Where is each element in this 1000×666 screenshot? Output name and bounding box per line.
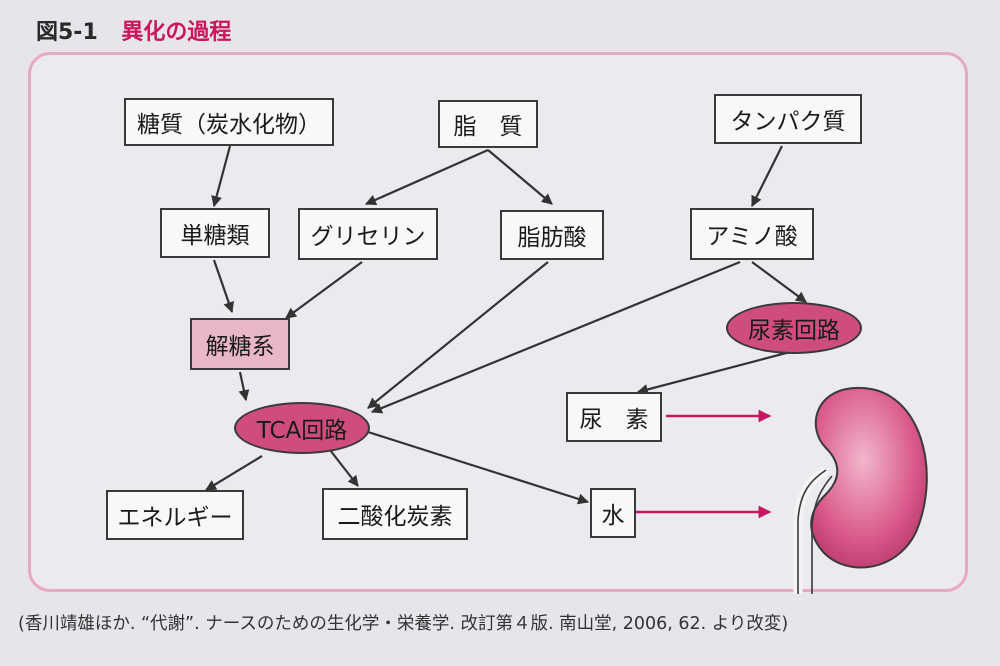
node-co2: 二酸化炭素 [322,488,468,540]
arrow-urea-cycle-to-urea [636,350,791,395]
arrow-fatty-acid-to-tca [367,261,549,409]
node-lipid: 脂 質 [438,100,538,148]
arrow-protein-to-amino-acid [751,145,783,207]
arrow-amino-acid-to-tca [370,260,741,414]
node-urea: 尿 素 [566,392,662,442]
node-water: 水 [590,488,636,538]
node-monosaccharide: 単糖類 [160,208,270,258]
arrow-monosaccharide-to-glycolysis [212,259,234,314]
arrow-glycerin-to-glycolysis [285,261,363,319]
node-tca-cycle: TCA回路 [234,402,370,454]
arrow-tca-to-energy [205,455,263,491]
kidney-icon [793,386,928,594]
node-energy: エネルギー [106,490,244,540]
figure-caption: (香川靖雄ほか. “代謝”. ナースのための生化学・栄養学. 改訂第４版. 南山… [18,614,789,634]
node-amino-acid: アミノ酸 [690,208,814,260]
arrow-tca-to-co2 [329,449,359,487]
node-urea-cycle: 尿素回路 [726,302,862,354]
arrow-glycolysis-to-tca [238,371,250,402]
node-fatty-acid: 脂肪酸 [500,210,604,260]
arrow-amino-acid-to-urea-cycle [751,261,807,303]
figure-header: 図5-1 異化の過程 [36,14,231,46]
arrow-tca-to-water [367,430,590,505]
figure-title: 異化の過程 [121,20,232,45]
node-glycerin: グリセリン [298,208,438,260]
figure-number: 図5-1 [36,20,98,45]
node-carbohydrate: 糖質（炭水化物） [124,98,334,146]
node-glycolysis: 解糖系 [190,318,290,370]
arrow-carbohydrate-to-monosaccharide [211,145,232,208]
arrow-lipid-to-fatty-acid [487,149,553,205]
arrow-lipid-to-glycerin [364,148,489,206]
node-protein: タンパク質 [714,94,862,144]
